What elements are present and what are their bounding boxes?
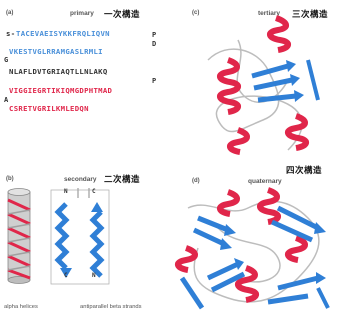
- strand-label-c2: C: [64, 272, 68, 279]
- seq-line-3-right: P: [152, 77, 156, 85]
- seq-line-2-left: G: [4, 56, 8, 64]
- seq-line-5: CSRETVGRILKMLEDQN: [9, 104, 89, 113]
- panel-tertiary: (c) tertiary 三次構造: [168, 0, 337, 168]
- seq-line-4: VIGGIEGRTIKIQMGDPHTMAD: [9, 86, 112, 95]
- strand-label-n1: N: [64, 188, 68, 195]
- quaternary-ribbon: [168, 168, 337, 323]
- panel-a-cn-label: 一次構造: [104, 8, 140, 20]
- panel-a-title: primary: [70, 10, 94, 17]
- panel-secondary: (b) secondary 二次構造 N C C N alpha helices…: [0, 168, 168, 323]
- seq-line-2: VKESTVGLRRAMGASLRMLI: [9, 47, 103, 56]
- panel-a-letter: (a): [6, 10, 13, 16]
- tertiary-helix-top: [270, 18, 288, 50]
- quaternary-helix-4: [238, 268, 256, 300]
- caption-beta-strands: antiparallel beta strands: [80, 304, 142, 310]
- tertiary-beta-sheet: [252, 60, 318, 102]
- seq-line-1-right-bottom: D: [152, 40, 156, 48]
- tertiary-ribbon: [168, 0, 337, 168]
- alpha-helix-cylinder: [8, 189, 30, 284]
- beta-connector: [51, 188, 109, 284]
- beta-strand-left: [58, 204, 72, 278]
- seq-line-3: NLAFLDVTGRIAQTLLNLAKQ: [9, 67, 108, 76]
- seq-line-1-prefix: s-: [6, 29, 15, 38]
- seq-line-1: TACEVAEISYKKFRQLIQVN: [16, 29, 110, 38]
- beta-strand-right: [91, 202, 103, 276]
- caption-alpha-helices: alpha helices: [4, 304, 38, 310]
- strand-label-n2: N: [92, 272, 96, 279]
- quaternary-helix-3: [178, 248, 195, 270]
- quaternary-helix-2: [260, 190, 278, 222]
- tertiary-helix-right: [288, 116, 306, 148]
- tertiary-helix-bottom: [230, 130, 247, 152]
- strand-label-c1: C: [92, 188, 96, 195]
- seq-line-1-right-top: P: [152, 31, 156, 39]
- secondary-structure-drawing: [0, 168, 168, 323]
- seq-line-4-left: A: [4, 96, 8, 104]
- quaternary-helix-5: [288, 238, 305, 260]
- panel-quaternary: (d) quaternary 四次構造: [168, 168, 337, 323]
- panel-primary: (a) primary 一次構造 s- TACEVAEISYKKFRQLIQVN…: [0, 0, 168, 168]
